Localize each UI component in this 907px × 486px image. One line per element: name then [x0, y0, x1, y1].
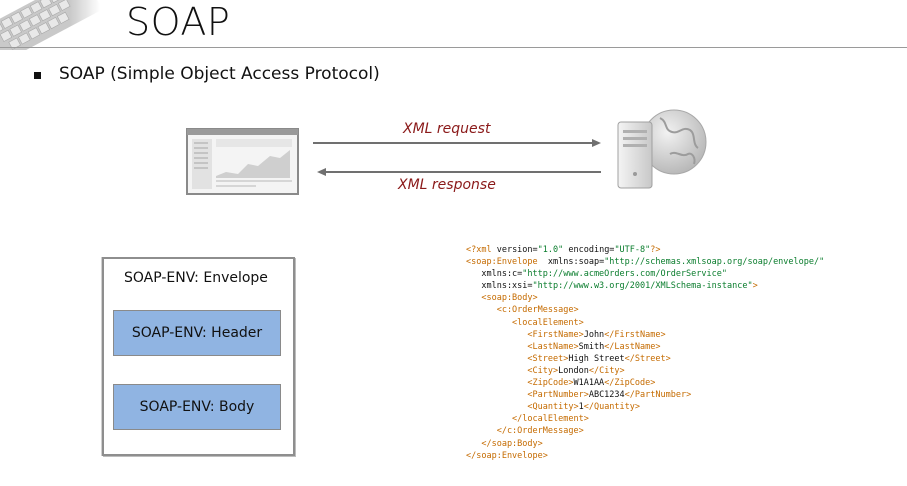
xml-code-token: <Street> [466, 353, 569, 364]
response-arrow [317, 168, 601, 176]
xml-code-line: <Quantity>1</Quantity> [466, 401, 824, 413]
xml-code-token: ?> [650, 245, 661, 255]
xml-code-token: xmlns:soap= [537, 257, 605, 268]
xml-code-token: Smith [578, 341, 605, 352]
xml-code-line: xmlns:c="http://www.acmeOrders.com/Order… [466, 268, 824, 280]
xml-code-line: </soap:Envelope> [466, 450, 824, 462]
soap-body-box: SOAP-ENV: Body [113, 384, 281, 430]
xml-code-line: <c:OrderMessage> [466, 304, 824, 316]
xml-code-token: </soap:Body> [466, 438, 543, 449]
xml-code-token: London [558, 365, 589, 376]
xml-code-token: </City> [588, 365, 625, 376]
xml-code-line: </localElement> [466, 413, 824, 425]
xml-code-token: </soap:Envelope> [466, 450, 548, 461]
xml-code-line: <soap:Envelope xmlns:soap="http://schema… [466, 256, 824, 268]
xml-code-token: <soap:Envelope [466, 257, 538, 268]
xml-request-label: XML request [403, 121, 491, 137]
xml-code-token: <ZipCode> [466, 378, 574, 389]
xml-code-line: <FirstName>John</FirstName> [466, 329, 824, 341]
xml-code-line: <LastName>Smith</LastName> [466, 341, 824, 353]
xml-code-token: W1A1AA [573, 378, 605, 389]
soap-header-box: SOAP-ENV: Header [113, 310, 281, 356]
xml-code-token: "http://www.acmeOrders.com/OrderService" [522, 269, 727, 280]
xml-code-token: 1 [578, 402, 584, 413]
title-divider [0, 47, 907, 48]
xml-code-line: <?xml version="1.0" encoding="UTF-8"?> [466, 244, 824, 256]
xml-code-token: <c:OrderMessage> [466, 305, 579, 316]
xml-code-line: </soap:Body> [466, 438, 824, 450]
bullet-text: SOAP (Simple Object Access Protocol) [59, 64, 380, 84]
xml-code-token: High Street [568, 353, 625, 364]
xml-code-token: <soap:Body> [466, 293, 538, 304]
xml-code-sample: <?xml version="1.0" encoding="UTF-8"?><s… [466, 244, 824, 462]
xml-code-line: <City>London</City> [466, 365, 824, 377]
xml-code-token: ABC1234 [588, 390, 625, 401]
xml-code-token: <Quantity> [466, 402, 579, 413]
xml-code-line: xmlns:xsi="http://www.w3.org/2001/XMLSch… [466, 280, 824, 292]
xml-code-token: version= [491, 245, 538, 255]
slide-title: SOAP [126, 0, 231, 44]
xml-code-token: xmlns:xsi= [466, 281, 533, 292]
web-server-globe-icon [617, 109, 707, 189]
soap-envelope-label: SOAP-ENV: Envelope [124, 270, 268, 286]
xml-code-token: > [752, 281, 758, 292]
xml-code-line: </c:OrderMessage> [466, 425, 824, 437]
request-response-arrows [313, 139, 601, 176]
xml-code-token: </Quantity> [583, 402, 641, 413]
xml-code-token: </localElement> [466, 414, 589, 425]
xml-code-token: encoding= [563, 245, 615, 255]
xml-code-token: <FirstName> [466, 329, 584, 340]
xml-code-line: <PartNumber>ABC1234</PartNumber> [466, 389, 824, 401]
xml-code-token: <PartNumber> [466, 390, 589, 401]
xml-code-token: "http://www.w3.org/2001/XMLSchema-instan… [532, 281, 753, 292]
xml-code-line: <soap:Body> [466, 292, 824, 304]
xml-code-token: </PartNumber> [624, 390, 692, 401]
xml-code-token: John [583, 329, 605, 340]
xml-code-token: "1.0" [537, 245, 564, 255]
xml-code-line: <Street>High Street</Street> [466, 353, 824, 365]
keyboard-corner-decoration [0, 0, 100, 50]
xml-code-line: <localElement> [466, 317, 824, 329]
xml-code-line: <ZipCode>W1A1AA</ZipCode> [466, 377, 824, 389]
xml-code-token: </ZipCode> [604, 378, 656, 389]
xml-code-token: </FirstName> [604, 329, 666, 340]
xml-code-token: xmlns:c= [466, 269, 523, 280]
request-arrow [313, 139, 601, 147]
xml-code-token: "http://schemas.xmlsoap.org/soap/envelop… [604, 257, 825, 268]
soap-envelope-frame [102, 257, 295, 456]
xml-code-token: </LastName> [604, 341, 661, 352]
xml-code-token: <LastName> [466, 341, 579, 352]
browser-window-icon [186, 128, 299, 195]
xml-code-token: </c:OrderMessage> [466, 426, 584, 437]
xml-code-token: "UTF-8" [614, 245, 651, 255]
xml-code-token: <?xml [466, 245, 492, 255]
xml-code-token: </Street> [624, 353, 671, 364]
xml-code-token: <localElement> [466, 317, 584, 328]
bullet-marker [34, 72, 41, 79]
xml-code-token: <City> [466, 365, 559, 376]
xml-response-label: XML response [398, 177, 496, 193]
